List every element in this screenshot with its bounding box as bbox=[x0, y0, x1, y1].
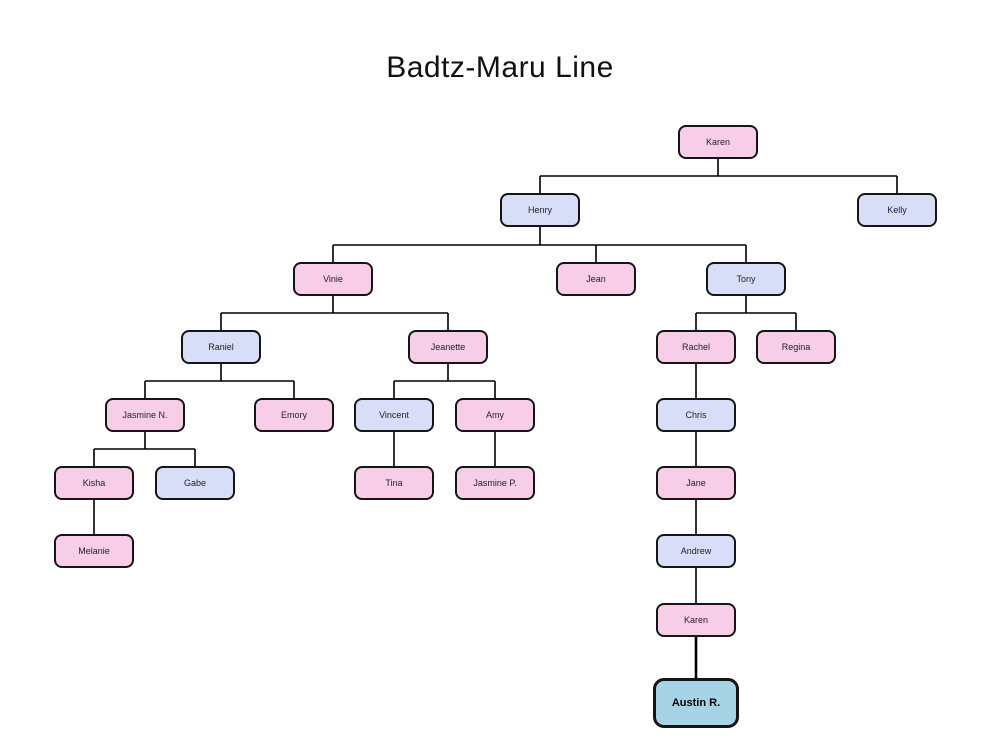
node-austin-r: Austin R. bbox=[653, 678, 739, 728]
node-raniel: Raniel bbox=[181, 330, 261, 364]
node-jeanette: Jeanette bbox=[408, 330, 488, 364]
node-karen-1: Karen bbox=[678, 125, 758, 159]
node-rachel: Rachel bbox=[656, 330, 736, 364]
node-amy: Amy bbox=[455, 398, 535, 432]
node-gabe: Gabe bbox=[155, 466, 235, 500]
node-regina: Regina bbox=[756, 330, 836, 364]
node-vincent: Vincent bbox=[354, 398, 434, 432]
edge-vinie bbox=[220, 296, 449, 330]
node-jean: Jean bbox=[556, 262, 636, 296]
node-henry: Henry bbox=[500, 193, 580, 227]
node-kelly: Kelly bbox=[857, 193, 937, 227]
edge-henry bbox=[332, 227, 747, 262]
node-jane: Jane bbox=[656, 466, 736, 500]
edge-tony bbox=[695, 296, 797, 330]
node-jasmine-n: Jasmine N. bbox=[105, 398, 185, 432]
node-melanie: Melanie bbox=[54, 534, 134, 568]
node-vinie: Vinie bbox=[293, 262, 373, 296]
node-chris: Chris bbox=[656, 398, 736, 432]
node-andrew: Andrew bbox=[656, 534, 736, 568]
edge-raniel bbox=[144, 364, 295, 398]
node-emory: Emory bbox=[254, 398, 334, 432]
edge-jasmine-n bbox=[93, 432, 196, 466]
diagram-title: Badtz-Maru Line bbox=[386, 51, 614, 84]
node-kisha: Kisha bbox=[54, 466, 134, 500]
node-karen-2: Karen bbox=[656, 603, 736, 637]
edge-karen-1 bbox=[539, 159, 898, 193]
edge-jeanette bbox=[393, 364, 496, 398]
node-tina: Tina bbox=[354, 466, 434, 500]
node-tony: Tony bbox=[706, 262, 786, 296]
node-jasmine-p: Jasmine P. bbox=[455, 466, 535, 500]
